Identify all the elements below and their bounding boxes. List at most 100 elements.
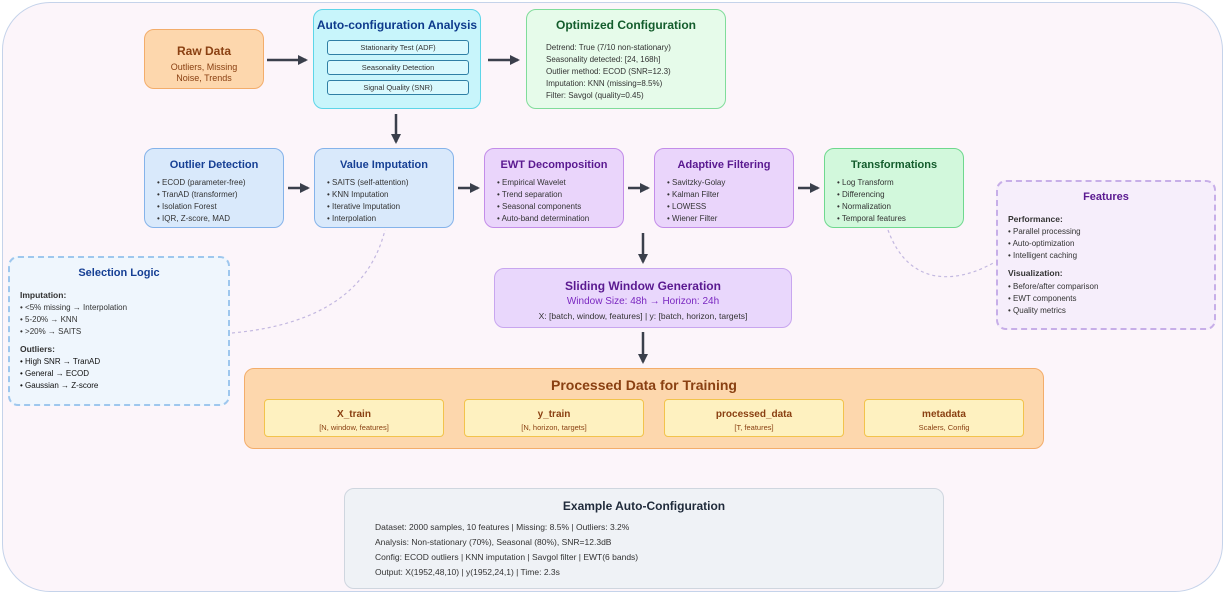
example-line: Analysis: Non-stationary (70%), Seasonal… [375,537,612,547]
adaptive-filtering-box: Adaptive Filtering • Savitzky-Golay • Ka… [654,148,794,228]
sliding-window-shape: X: [batch, window, features] | y: [batch… [538,311,748,321]
outlier-detection-box: Outlier Detection • ECOD (parameter-free… [144,148,284,228]
processed-data-title: Processed Data for Training [551,377,737,393]
list-item: • Before/after comparison [1008,282,1099,291]
outlier-detection-title: Outlier Detection [169,159,259,171]
list-item: • Intelligent caching [1008,251,1078,260]
example-config-title: Example Auto-Configuration [562,499,726,513]
selection-outliers-heading: Outliers: [20,344,55,354]
signal-quality-button[interactable]: Signal Quality (SNR) [327,80,469,95]
list-item: • Quality metrics [1008,306,1066,315]
list-item: • Iterative Imputation [327,202,401,211]
list-item: • Savitzky-Golay [667,178,726,187]
example-line: Config: ECOD outliers | KNN imputation |… [375,552,639,562]
optimized-config-box: Optimized Configuration Detrend: True (7… [526,9,726,109]
optimized-config-title: Optimized Configuration [556,18,696,32]
list-item: • >20% → SAITS [20,327,82,336]
selection-outliers-list: • High SNR → TranAD • General → ECOD • G… [20,356,100,392]
list-item: • Log Transform [837,178,894,187]
card-name: processed_data [715,409,793,420]
list-item: • Parallel processing [1008,227,1081,236]
list-item: • Auto-band determination [497,214,590,223]
list-item: • Trend separation [497,190,563,199]
features-title: Features [1083,191,1129,203]
processed-data-card: processed_data [T, features] [664,399,844,437]
list-item: • LOWESS [667,202,707,211]
list-item: • General → ECOD [20,369,90,378]
list-item: • IQR, Z-score, MAD [157,214,231,223]
value-imputation-title: Value Imputation [339,159,428,171]
raw-data-line-1: Outliers, Missing [170,62,238,72]
list-item: • Isolation Forest [157,202,217,211]
card-desc: [T, features] [734,423,774,432]
outlier-detection-list: • ECOD (parameter-free) • TranAD (transf… [157,177,246,225]
optimized-line: Detrend: True (7/10 non-stationary) [546,43,671,52]
optimized-line: Outlier method: ECOD (SNR=12.3) [546,67,671,76]
list-item: • SAITS (self-attention) [327,178,409,187]
features-performance-heading: Performance: [1008,214,1063,224]
ewt-decomposition-title: EWT Decomposition [500,159,608,171]
x-train-card: X_train [N, window, features] [264,399,444,437]
list-item: • Kalman Filter [667,190,720,199]
features-visualization-list: • Before/after comparison • EWT componen… [1008,281,1098,317]
card-name: y_train [537,409,571,420]
stationarity-test-button[interactable]: Stationarity Test (ADF) [327,40,469,55]
list-item: • KNN Imputation [327,190,389,199]
list-item: • Wiener Filter [667,214,718,223]
optimized-line: Imputation: KNN (missing=8.5%) [546,79,663,88]
list-item: • TranAD (transformer) [157,190,238,199]
card-desc: Scalers, Config [918,423,970,432]
card-desc: [N, horizon, targets] [521,423,587,432]
adaptive-filtering-title: Adaptive Filtering [677,159,771,171]
value-imputation-box: Value Imputation • SAITS (self-attention… [314,148,454,228]
list-item: • Interpolation [327,214,377,223]
transformations-box: Transformations • Log Transform • Differ… [824,148,964,228]
selection-logic-title: Selection Logic [78,267,160,279]
list-item: • High SNR → TranAD [20,357,101,366]
raw-data-line-2: Noise, Trends [176,73,232,83]
seasonality-detection-button[interactable]: Seasonality Detection [327,60,469,75]
list-item: • Temporal features [837,214,906,223]
list-item: • Differencing [837,190,885,199]
selection-imputation-list: • <5% missing → Interpolation • 5-20% → … [20,302,127,338]
optimized-line: Filter: Savgol (quality=0.45) [546,91,644,100]
example-config-list: Dataset: 2000 samples, 10 features | Mis… [375,520,638,580]
auto-config-box: Auto-configuration Analysis Stationarity… [313,9,481,109]
y-train-card: y_train [N, horizon, targets] [464,399,644,437]
selection-imputation-heading: Imputation: [20,290,67,300]
optimized-config-list: Detrend: True (7/10 non-stationary) Seas… [546,42,671,102]
list-item: • Gaussian → Z-score [20,381,99,390]
list-item: • EWT components [1008,294,1077,303]
adaptive-filtering-list: • Savitzky-Golay • Kalman Filter • LOWES… [667,177,725,225]
card-name: metadata [922,409,966,420]
sliding-window-title: Sliding Window Generation [565,279,721,293]
selection-logic-panel: Selection Logic Imputation: • <5% missin… [8,256,230,406]
ewt-decomposition-list: • Empirical Wavelet • Trend separation •… [497,177,589,225]
list-item: • <5% missing → Interpolation [20,303,128,312]
ewt-decomposition-box: EWT Decomposition • Empirical Wavelet • … [484,148,624,228]
value-imputation-list: • SAITS (self-attention) • KNN Imputatio… [327,177,409,225]
list-item: • 5-20% → KNN [20,315,78,324]
features-panel: Features Performance: • Parallel process… [996,180,1216,330]
auto-config-title: Auto-configuration Analysis [316,18,478,32]
metadata-card: metadata Scalers, Config [864,399,1024,437]
list-item: • Seasonal components [497,202,582,211]
list-item: • Auto-optimization [1008,239,1075,248]
raw-data-box: Raw Data Outliers, Missing Noise, Trends [144,29,264,89]
example-line: Output: X(1952,48,10) | y(1952,24,1) | T… [375,567,560,577]
list-item: • ECOD (parameter-free) [157,178,246,187]
transformations-list: • Log Transform • Differencing • Normali… [837,177,906,225]
sliding-window-subtitle: Window Size: 48h → Horizon: 24h [566,296,720,307]
card-desc: [N, window, features] [319,423,389,432]
features-visualization-heading: Visualization: [1008,268,1063,278]
example-line: Dataset: 2000 samples, 10 features | Mis… [375,522,630,532]
raw-data-title: Raw Data [176,44,232,58]
optimized-line: Seasonality detected: [24, 168h] [546,55,661,64]
list-item: • Normalization [837,202,891,211]
features-performance-list: • Parallel processing • Auto-optimizatio… [1008,226,1081,262]
list-item: • Empirical Wavelet [497,178,566,187]
example-config-box: Example Auto-Configuration Dataset: 2000… [344,488,944,589]
transformations-title: Transformations [850,159,938,171]
sliding-window-box: Sliding Window Generation Window Size: 4… [494,268,792,328]
